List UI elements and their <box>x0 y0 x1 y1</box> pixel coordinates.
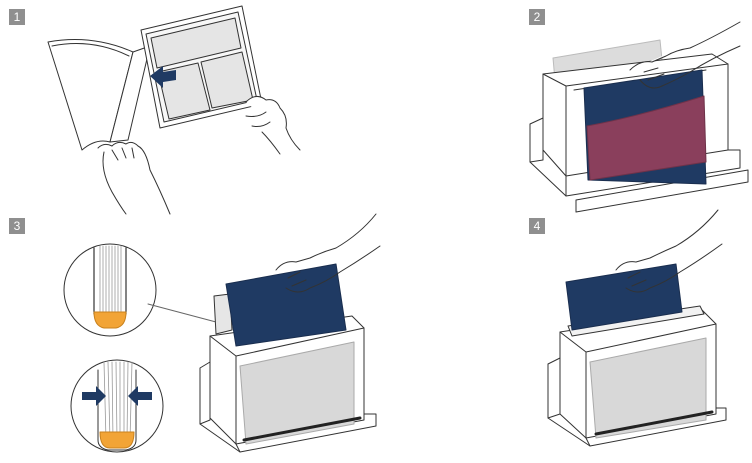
clamp-arrow-icon <box>82 386 106 406</box>
hand-icon <box>245 96 301 155</box>
spine-detail-icon <box>70 359 164 453</box>
step-badge-3: 3 <box>9 218 25 234</box>
clamp-arrow-icon <box>128 386 152 406</box>
panel-1 <box>47 5 301 215</box>
hand-icon <box>97 141 171 215</box>
cover-blue <box>225 263 347 347</box>
step-badge-2: 2 <box>529 9 545 25</box>
step-badge-4: 4 <box>529 218 545 234</box>
book-open-icon <box>47 5 263 151</box>
hand-icon <box>629 21 741 89</box>
spine-detail-icon <box>63 243 157 337</box>
panel-3 <box>63 213 381 453</box>
panel-2 <box>529 21 749 213</box>
panel-4 <box>547 209 727 447</box>
hand-icon <box>615 209 723 293</box>
insert-arrow-icon <box>150 66 176 88</box>
cover-purple <box>586 95 707 181</box>
binding-machine-icon <box>547 305 727 447</box>
step-badge-1: 1 <box>9 9 25 25</box>
cover-blue <box>565 263 683 331</box>
hand-icon <box>275 213 381 293</box>
binding-machine-icon <box>199 293 377 453</box>
